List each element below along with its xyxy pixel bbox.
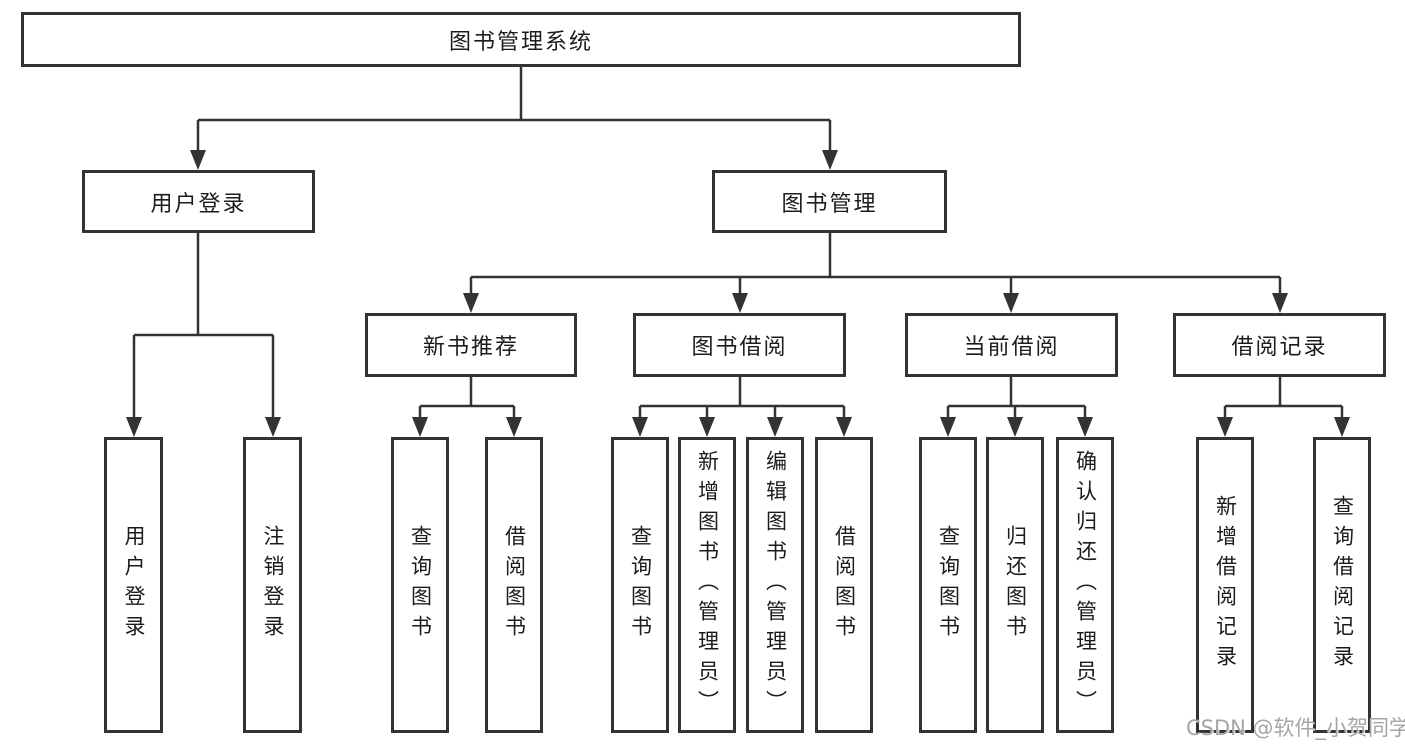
leaf-query-book-recommend: 查询图书	[391, 437, 449, 733]
arrow-down-icon	[836, 417, 852, 437]
node-label: 用户登录	[122, 525, 146, 645]
arrow-down-icon	[412, 417, 428, 437]
node-label: 新增图书（管理员）	[695, 450, 720, 720]
node-label: 新书推荐	[422, 335, 519, 360]
arrow-down-icon	[1272, 293, 1288, 313]
arrow-down-icon	[732, 293, 748, 313]
node-borrow-record: 借阅记录	[1173, 313, 1386, 377]
node-label: 借阅记录	[1231, 335, 1328, 360]
leaf-query-book-borrow: 查询图书	[611, 437, 669, 733]
node-label: 确认归还（管理员）	[1073, 450, 1098, 720]
arrow-down-icon	[822, 150, 838, 170]
node-label: 归还图书	[1003, 525, 1028, 645]
arrow-down-icon	[506, 417, 522, 437]
node-label: 用户登录	[150, 191, 247, 217]
node-label: 查询图书	[628, 525, 653, 645]
leaf-query-book-current: 查询图书	[919, 437, 977, 733]
node-library-system: 图书管理系统	[21, 12, 1021, 67]
node-label: 图书管理	[781, 191, 878, 217]
leaf-confirm-return-admin: 确认归还（管理员）	[1056, 437, 1114, 733]
connector-book-borrow	[638, 377, 846, 420]
leaf-logout: 注销登录	[243, 437, 302, 733]
arrow-down-icon	[1217, 417, 1233, 437]
connector-new-book-recommend	[418, 377, 516, 420]
node-new-book-recommend: 新书推荐	[365, 313, 577, 377]
node-label: 编辑图书（管理员）	[763, 450, 788, 720]
connector-borrow-record	[1223, 377, 1344, 420]
csdn-watermark: CSDN @软件_小贺同学	[1186, 716, 1405, 740]
arrow-down-icon	[940, 417, 956, 437]
node-label: 当前借阅	[963, 335, 1060, 360]
leaf-borrow-book-recommend: 借阅图书	[485, 437, 543, 733]
leaf-return-book: 归还图书	[986, 437, 1044, 733]
arrow-down-icon	[190, 150, 206, 170]
node-label: 借阅图书	[832, 525, 857, 645]
node-label: 图书借阅	[691, 335, 788, 360]
node-label: 图书管理系统	[448, 29, 593, 55]
connector-root	[196, 67, 832, 152]
arrow-down-icon	[699, 417, 715, 437]
node-label: 查询图书	[936, 525, 961, 645]
node-user-login: 用户登录	[82, 170, 315, 233]
arrowheads	[126, 150, 1350, 437]
arrow-down-icon	[1007, 417, 1023, 437]
node-book-borrow: 图书借阅	[633, 313, 846, 377]
node-label: 查询借阅记录	[1330, 495, 1355, 675]
connector-user-login	[132, 233, 275, 420]
leaf-user-login: 用户登录	[104, 437, 163, 733]
arrow-down-icon	[767, 417, 783, 437]
node-label: 注销登录	[261, 525, 285, 645]
arrow-down-icon	[1077, 417, 1093, 437]
node-label: 借阅图书	[502, 525, 527, 645]
arrow-down-icon	[1003, 293, 1019, 313]
arrow-down-icon	[265, 417, 281, 437]
arrow-down-icon	[632, 417, 648, 437]
leaf-borrow-book: 借阅图书	[815, 437, 873, 733]
node-label: 查询图书	[408, 525, 433, 645]
node-book-management: 图书管理	[712, 170, 947, 233]
arrow-down-icon	[126, 417, 142, 437]
node-current-borrow: 当前借阅	[905, 313, 1118, 377]
leaf-query-borrow-record: 查询借阅记录	[1313, 437, 1371, 733]
node-label: 新增借阅记录	[1213, 495, 1238, 675]
leaf-add-borrow-record: 新增借阅记录	[1196, 437, 1254, 733]
leaf-edit-book-admin: 编辑图书（管理员）	[746, 437, 804, 733]
leaf-add-book-admin: 新增图书（管理员）	[678, 437, 736, 733]
arrow-down-icon	[1334, 417, 1350, 437]
arrow-down-icon	[463, 293, 479, 313]
connector-book-management	[469, 233, 1282, 296]
connector-current-borrow	[946, 377, 1087, 420]
